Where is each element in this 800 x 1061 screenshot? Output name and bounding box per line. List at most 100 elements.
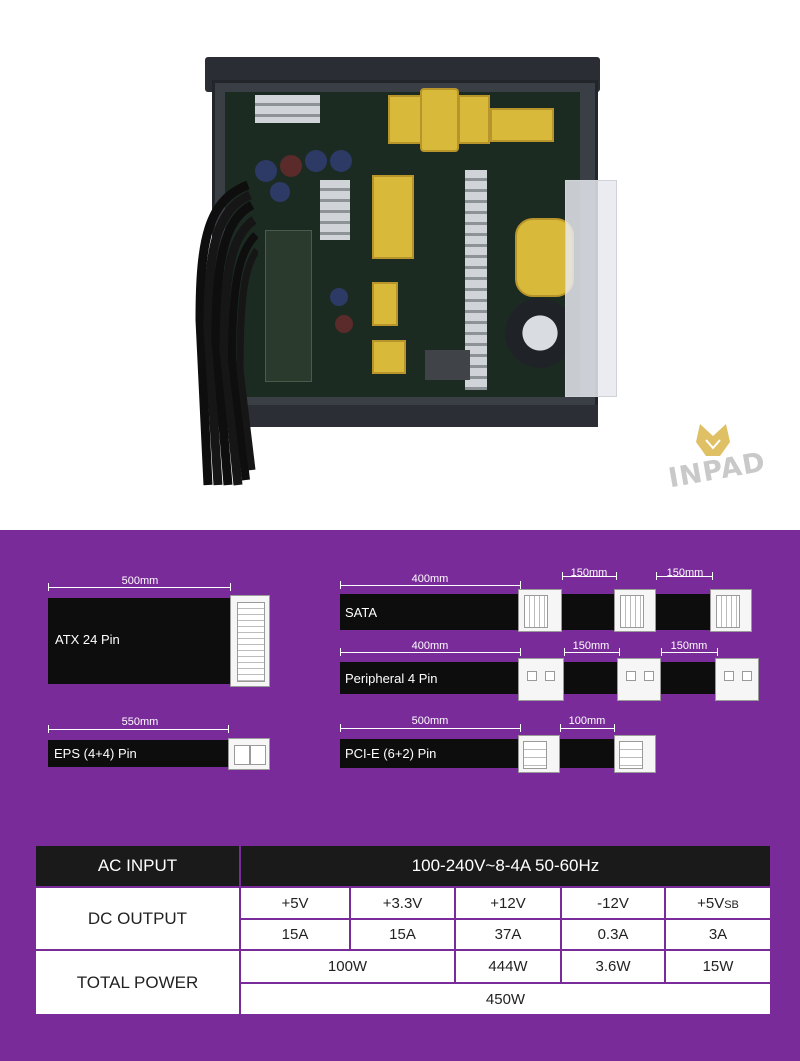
heatsink-top (255, 95, 320, 123)
sata-cable (340, 594, 520, 630)
dimension-tick (614, 724, 615, 732)
atx-connector (230, 595, 270, 687)
current-12v: 37A (456, 920, 560, 949)
sata-connector-3 (710, 589, 752, 632)
sata-cable-segment (656, 594, 712, 630)
peripheral-connector-2 (617, 658, 661, 701)
atx-label: ATX 24 Pin (55, 632, 120, 647)
dimension-tick (520, 724, 521, 732)
dimension-tick (661, 648, 662, 656)
current-5vsb: 3A (666, 920, 770, 949)
transformer-small (372, 340, 406, 374)
eps-dimension-line (48, 729, 228, 730)
bulk-capacitor (505, 298, 575, 368)
dimension-tick (48, 725, 49, 733)
pcie-connector-2 (614, 735, 656, 773)
dimension-tick (520, 648, 521, 656)
peripheral-dimension-line (340, 652, 520, 653)
peripheral-length-2: 150mm (572, 640, 610, 652)
dimension-tick (340, 724, 341, 732)
dimension-tick (656, 572, 657, 580)
capacitor (335, 315, 353, 333)
rail-12v: +12V (456, 888, 560, 918)
pcie-label: PCI-E (6+2) Pin (345, 746, 437, 761)
pcie-connector-1 (518, 735, 560, 773)
transformer-main (372, 175, 414, 259)
cable-bundle (195, 180, 258, 486)
pcie-dimension-line-2 (560, 728, 614, 729)
inpad-logo-icon (696, 424, 730, 456)
peripheral-cable-segment (661, 662, 717, 694)
current-5v: 15A (241, 920, 349, 949)
power-5vsb: 15W (666, 951, 770, 982)
atx-dimension-line (48, 587, 230, 588)
dimension-tick (616, 572, 617, 580)
dimension-tick (340, 581, 341, 589)
heatsink-small (320, 180, 350, 240)
capacitor (280, 155, 302, 177)
dimension-tick (340, 648, 341, 656)
rail-neg12v: -12V (562, 888, 664, 918)
psu-photo: INPAD (0, 0, 800, 530)
capacitor (330, 288, 348, 306)
sata-dimension-line (340, 585, 520, 586)
total-power-label: TOTAL POWER (36, 951, 239, 1014)
current-neg12v: 0.3A (562, 920, 664, 949)
capacitor (305, 150, 327, 172)
pcie-length-2: 100mm (568, 715, 606, 727)
rail-5vsb-main: +5V (697, 894, 725, 912)
atx-cable (48, 598, 230, 684)
capacitor (330, 150, 352, 172)
peripheral-length-3: 150mm (670, 640, 708, 652)
peripheral-dimension-line-2 (564, 652, 619, 653)
sata-connector-2 (614, 589, 656, 632)
inductor-coil (515, 218, 574, 297)
heatsink-main (465, 170, 487, 390)
pcie-cable-segment (560, 739, 614, 768)
ac-input-label: AC INPUT (36, 846, 239, 886)
dimension-tick (520, 581, 521, 589)
power-5v-3v3-combined: 100W (241, 951, 454, 982)
daughter-board (265, 230, 312, 382)
dimension-tick (560, 724, 561, 732)
peripheral-connector-3 (715, 658, 759, 701)
rail-5vsb-suffix: SB (724, 898, 739, 911)
sata-connector-1 (518, 589, 562, 632)
pcie-length-main: 500mm (411, 715, 449, 727)
capacitor-yellow (490, 108, 554, 142)
capacitor-yellow (388, 95, 422, 144)
sata-cable-segment (562, 594, 616, 630)
eps-connector (228, 738, 270, 770)
sata-length-main: 400mm (411, 573, 449, 585)
dimension-tick (228, 725, 229, 733)
rail-3v3: +3.3V (351, 888, 454, 918)
capacitor (255, 160, 277, 182)
psu-bottom-edge (210, 405, 598, 427)
ac-input-value: 100-240V~8-4A 50-60Hz (241, 846, 770, 886)
peripheral-cable (340, 662, 520, 694)
peripheral-cable-segment (564, 662, 619, 694)
dimension-tick (48, 583, 49, 591)
total-power-value: 450W (241, 984, 770, 1014)
sata-dimension-line-2 (562, 576, 616, 577)
pcie-dimension-line (340, 728, 520, 729)
peripheral-label: Peripheral 4 Pin (345, 671, 438, 686)
eps-cable (48, 740, 228, 767)
sata-dimension-line-3 (656, 576, 712, 577)
power-neg12v: 3.6W (562, 951, 664, 982)
rail-5v: +5V (241, 888, 349, 918)
spec-panel: 500mm ATX 24 Pin 550mm EPS (4+4) Pin 400… (0, 530, 800, 1061)
peripheral-connector-1 (518, 658, 564, 701)
eps-length: 550mm (121, 716, 159, 728)
power-12v: 444W (456, 951, 560, 982)
sata-length-3: 150mm (666, 567, 704, 579)
dimension-tick (712, 572, 713, 580)
dimension-tick (562, 572, 563, 580)
pcie-cable (340, 739, 520, 768)
eps-label: EPS (4+4) Pin (54, 746, 137, 761)
sata-label: SATA (345, 605, 378, 620)
protective-film (565, 180, 617, 397)
capacitor-yellow (458, 95, 490, 144)
capacitor (270, 182, 290, 202)
